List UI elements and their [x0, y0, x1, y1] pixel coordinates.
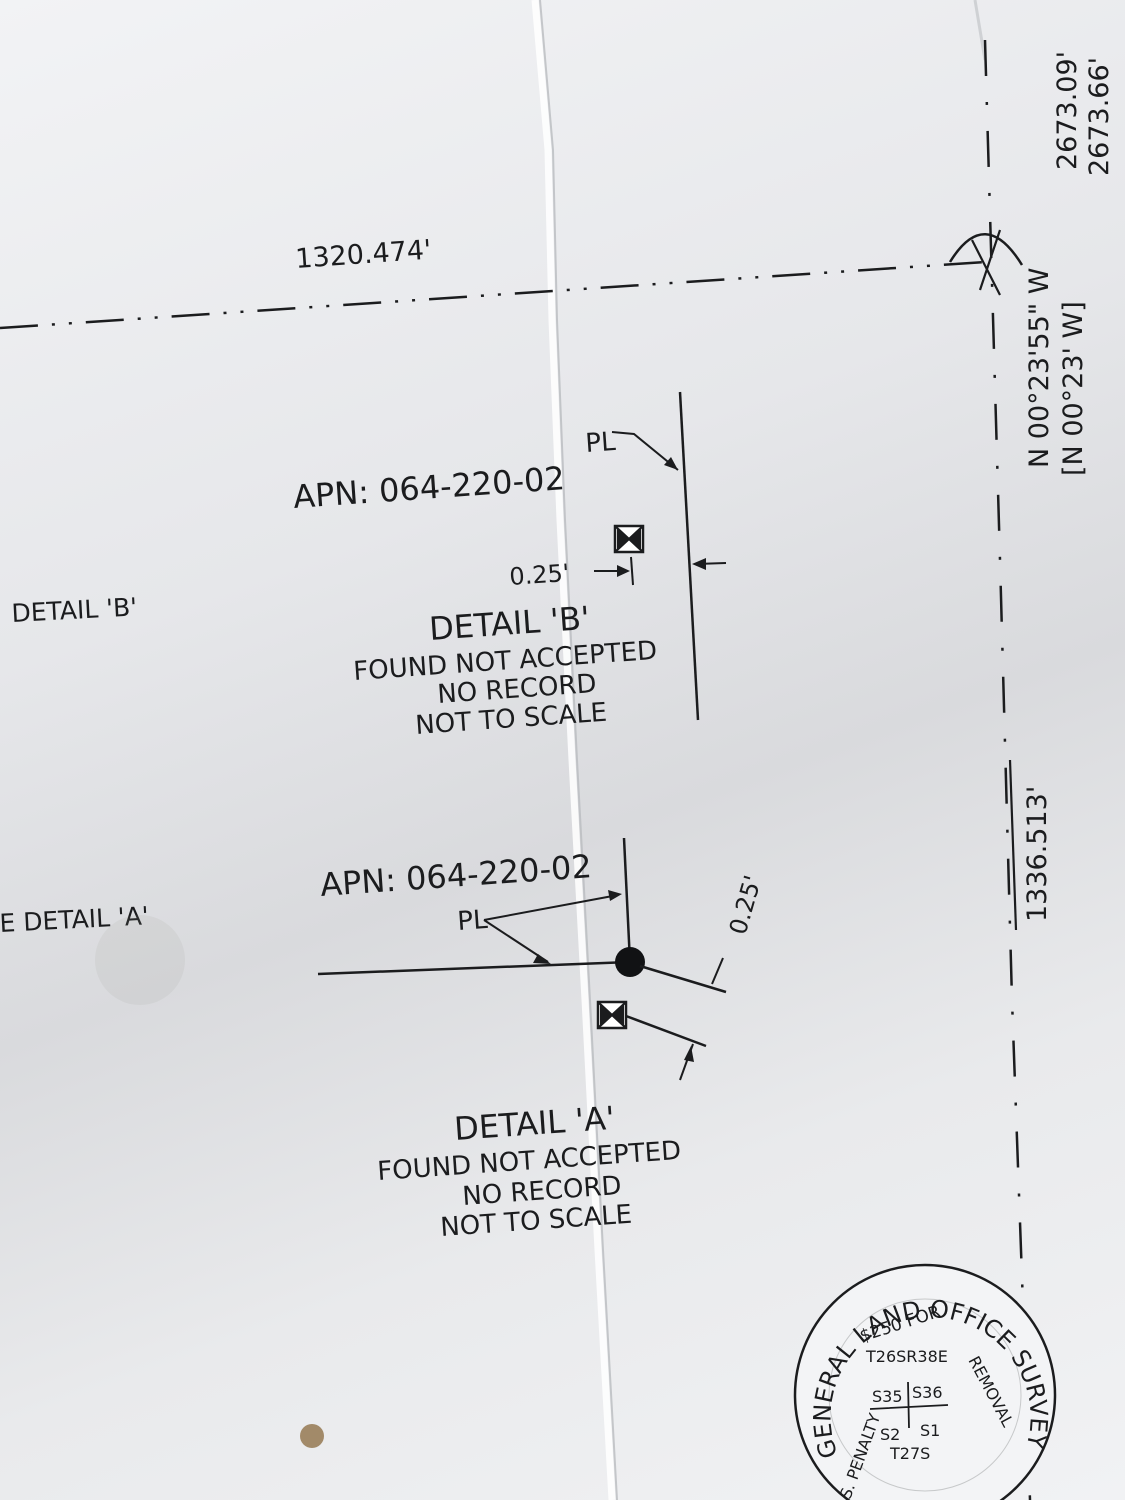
detail-a-pl-leader-2: [483, 919, 549, 963]
detail-a-monument-icon: [596, 1000, 628, 1030]
detail-b-apn: APN: 064-220-02: [292, 459, 566, 516]
right-bearing-label: N 00°23'55" W: [1024, 268, 1055, 468]
seal-s36: S36: [912, 1383, 943, 1402]
detail-a-dim-line-1: [639, 964, 727, 994]
detail-a-dim-arrow: [684, 1046, 694, 1062]
detail-a-pl-leader-1: [483, 894, 619, 921]
detail-a-dim-line-2: [625, 1014, 707, 1048]
detail-a-property-line-h: [317, 960, 631, 976]
seal-township: T26SR38E: [865, 1347, 948, 1366]
detail-b-pl-leader: [611, 431, 679, 471]
detail-a-apn: APN: 064-220-02: [319, 847, 593, 904]
paper-fold-shadow: [539, 0, 618, 1500]
paper-stain: [300, 1424, 324, 1448]
detail-b-dim-left-arrow: [617, 565, 630, 577]
glo-survey-seal: GENERAL LAND OFFICE SURVEY S. PENALTY $2…: [793, 1263, 1057, 1500]
right-bearing-record-label: [N 00°23' W]: [1058, 301, 1089, 476]
right-total-label: 2673.09': [1052, 51, 1083, 170]
seal-s35: S35: [872, 1387, 903, 1406]
section-line-top: [0, 260, 986, 330]
detail-a-offset: 0.25': [724, 872, 767, 937]
detail-b-property-line: [678, 391, 700, 721]
seal-section-cross: [869, 1381, 949, 1429]
detail-b-pl-arrow: [664, 457, 678, 470]
top-distance-label: 1320.474': [294, 235, 432, 275]
detail-a-pl-label: PL: [456, 905, 489, 937]
detail-a-found-monument: [615, 947, 645, 977]
paper-stain-faint: [95, 915, 185, 1005]
paper-fold-crease: [531, 0, 616, 1500]
distance-tick: [1008, 759, 1018, 931]
left-detail-b-ref: DETAIL 'B': [11, 592, 138, 628]
right-distance-label: 1336.513': [1022, 786, 1053, 922]
detail-b-dim-right-arrow: [692, 558, 706, 570]
seal-s1: S1: [920, 1421, 940, 1440]
detail-b-offset: 0.25': [508, 559, 570, 591]
seal-township2: T27S: [889, 1444, 930, 1463]
detail-a-pl-leader-2-arrow: [533, 954, 551, 964]
right-total-record-label: 2673.66': [1084, 57, 1115, 176]
detail-b-monument-icon: [613, 524, 645, 554]
detail-a-dim-tick-1: [711, 957, 724, 985]
detail-b-pl-label: PL: [584, 427, 617, 459]
corner-arc-symbol: [948, 233, 1024, 266]
detail-a-property-line-v: [622, 837, 632, 963]
detail-b-ext-left: [630, 556, 634, 586]
seal-s2: S2: [880, 1425, 900, 1444]
detail-a-pl-leader-1-arrow: [608, 890, 622, 901]
paper-fold-right: [973, 0, 987, 61]
section-line-right: [983, 39, 1032, 1500]
corner-cross: [971, 229, 1002, 296]
